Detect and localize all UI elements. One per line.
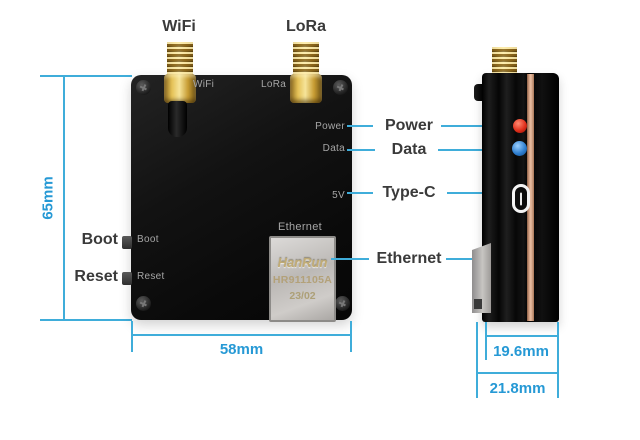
- dim-58mm-right-tick: [350, 321, 352, 352]
- dim-58mm-left-tick: [131, 321, 133, 352]
- screw-icon: [136, 80, 151, 95]
- ethernet-date: 23/02: [289, 290, 316, 302]
- dim-58mm-line: [131, 334, 352, 336]
- leader-data-right: [438, 149, 513, 151]
- lora-antenna-label: LoRa: [286, 18, 326, 35]
- dim-21.8mm-value: 21.8mm: [489, 380, 546, 397]
- wifi-antenna-label: WiFi: [162, 18, 196, 35]
- leader-ethernet-right: [446, 258, 480, 260]
- screw-icon: [136, 296, 151, 311]
- leader-ethernet-left: [331, 258, 369, 260]
- side-sma-connector: [492, 47, 517, 75]
- dim-21.8mm-left-tick: [476, 322, 478, 398]
- side-button-bump: [474, 84, 483, 101]
- dim-right-tick: [557, 322, 559, 398]
- leader-type-c-right: [447, 192, 512, 194]
- leader-data-left: [347, 149, 375, 151]
- silkscreen-power: Power: [315, 121, 345, 132]
- dim-65mm-value: 65mm: [39, 176, 57, 220]
- dim-19.6mm-left-tick: [485, 322, 487, 360]
- silkscreen-boot: Boot: [137, 234, 159, 245]
- silkscreen-reset: Reset: [137, 271, 165, 282]
- leader-type-c-left: [347, 192, 373, 194]
- boot-button: [122, 236, 132, 249]
- boot-label: Boot: [81, 231, 118, 248]
- silkscreen-wifi: WiFi: [193, 79, 215, 90]
- silkscreen-data: Data: [322, 143, 345, 154]
- data-led: [512, 141, 527, 156]
- dim-19.6mm-line: [485, 335, 559, 337]
- silkscreen-ethernet: Ethernet: [278, 221, 322, 233]
- screw-icon: [333, 80, 348, 95]
- reset-label: Reset: [74, 268, 118, 285]
- callout-data: Data: [391, 141, 427, 158]
- screw-icon: [335, 296, 350, 311]
- callout-type-c: Type-C: [382, 184, 436, 201]
- ethernet-port-side: [472, 243, 491, 313]
- callout-ethernet: Ethernet: [376, 250, 442, 267]
- pcb-copper-edge: [527, 74, 534, 321]
- dim-65mm-bottom-tick: [40, 319, 132, 321]
- callout-power: Power: [384, 117, 433, 134]
- reset-button: [122, 272, 132, 285]
- ethernet-port-front: HanRun HR911105A 23/02: [269, 236, 336, 322]
- dim-58mm-value: 58mm: [219, 341, 264, 358]
- leader-power-left: [347, 125, 373, 127]
- power-led: [513, 119, 527, 133]
- silkscreen-lora: LoRa: [261, 79, 287, 90]
- dim-65mm-top-tick: [40, 75, 132, 77]
- silkscreen-5v: 5V: [332, 190, 345, 201]
- type-c-port: [512, 184, 530, 213]
- ethernet-model: HR911105A: [272, 274, 333, 286]
- dim-65mm-line: [63, 75, 65, 321]
- dim-21.8mm-line: [476, 372, 559, 374]
- leader-power-right: [441, 125, 513, 127]
- ethernet-brand: HanRun: [277, 255, 328, 270]
- dim-19.6mm-value: 19.6mm: [493, 343, 549, 360]
